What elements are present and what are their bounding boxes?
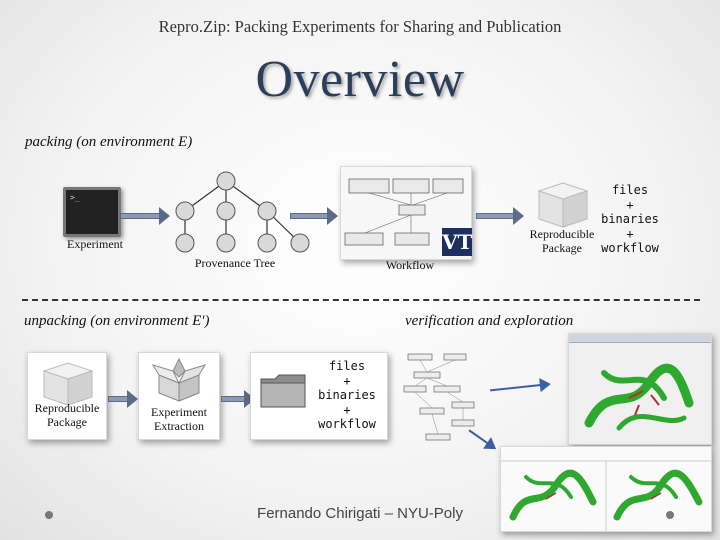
workflow-label: Workflow: [385, 258, 435, 272]
terminal-icon: >_: [63, 187, 121, 237]
page-title: Overview: [255, 51, 465, 108]
folder-icon: [260, 374, 306, 408]
arrow-workflow-to-package: [476, 207, 526, 225]
package-label-line2: Package: [542, 241, 582, 255]
extraction-label: Experiment Extraction: [139, 405, 219, 433]
protein-render-image: [584, 363, 694, 431]
unpacking-section-label: unpacking (on environment E'): [24, 313, 210, 329]
package-box-icon: [537, 182, 589, 228]
package-card: Reproducible Package: [27, 352, 107, 440]
workflow-graph-image: [403, 353, 475, 441]
verification-section-label: verification and exploration: [405, 313, 574, 329]
contents-line: +: [343, 373, 351, 388]
package-contents: files + binaries + workflow: [597, 183, 663, 256]
arrow-tree-to-workflow: [290, 207, 340, 225]
contents-line: +: [343, 402, 351, 417]
arrow-extraction-to-files: [221, 390, 255, 408]
footer-dot-right: [666, 511, 674, 519]
contents-line: binaries: [318, 388, 376, 402]
package-box-icon: [42, 362, 94, 406]
contents-line: files: [328, 359, 366, 373]
footer-dot-left: [45, 511, 53, 519]
vistrails-logo: VT: [442, 228, 473, 256]
package-label-line1: Reproducible: [529, 227, 595, 241]
visualization-window-top: [568, 333, 712, 445]
arrow-experiment-to-tree: [120, 207, 170, 225]
extraction-card: Experiment Extraction: [138, 352, 220, 440]
workflow-image: [340, 166, 472, 260]
section-divider: [22, 299, 700, 301]
visualization-window-bottom: [500, 446, 712, 532]
arrow-package-to-extraction: [108, 390, 138, 408]
open-box-icon: [151, 357, 207, 402]
footer-author: Fernando Chirigati – NYU-Poly: [257, 505, 463, 522]
extraction-label-line1: Experiment: [151, 405, 207, 419]
packing-section-label: packing (on environment E): [25, 134, 193, 150]
contents-line: +: [626, 226, 634, 241]
package-label: Reproducible Package: [522, 227, 602, 255]
contents-line: files: [611, 183, 649, 197]
contents-line: binaries: [601, 212, 659, 226]
files-contents: files + binaries + workflow: [309, 359, 385, 432]
arrow-to-visualization-top: [490, 377, 554, 395]
contents-line: +: [626, 197, 634, 212]
files-card: files + binaries + workflow: [250, 352, 388, 440]
package-label: Reproducible Package: [28, 401, 106, 429]
protein-renders-grid-image: [501, 460, 711, 531]
contents-line: workflow: [318, 417, 376, 431]
package-label-line2: Package: [47, 415, 87, 429]
extraction-label-line2: Extraction: [154, 419, 204, 433]
window-titlebar: [569, 334, 711, 343]
package-label-line1: Reproducible: [34, 401, 100, 415]
experiment-label: Experiment: [67, 237, 123, 251]
contents-line: workflow: [601, 241, 659, 255]
provenance-tree-diagram: [175, 171, 310, 253]
provenance-tree-label: Provenance Tree: [194, 256, 276, 270]
top-title: Repro.Zip: Packing Experiments for Shari…: [158, 17, 562, 36]
